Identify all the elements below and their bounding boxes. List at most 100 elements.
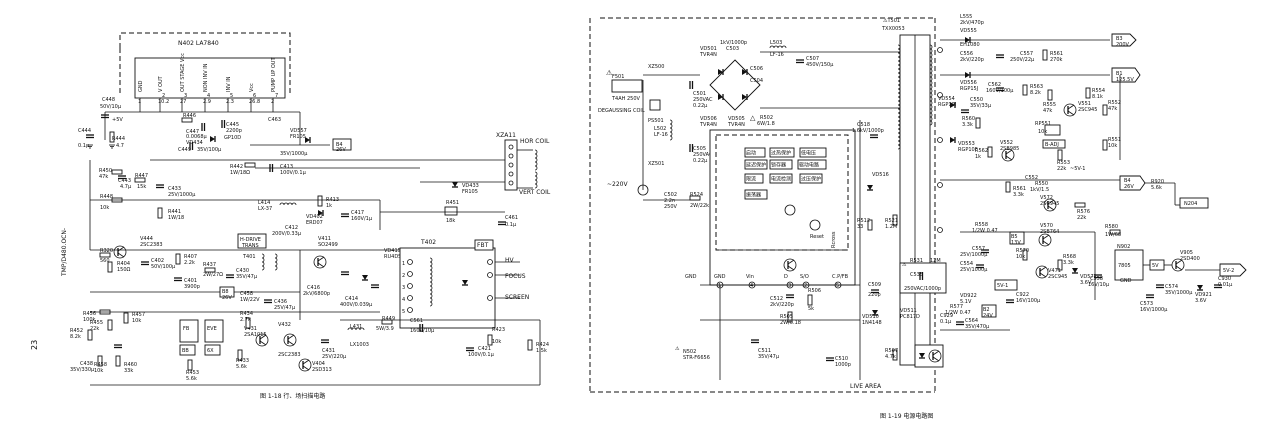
transistor-body — [1035, 265, 1049, 279]
capacitor-c444 — [86, 134, 94, 139]
label-r560: R560 — [962, 116, 975, 122]
coil-turn — [781, 45, 787, 49]
transistor-collector — [302, 359, 310, 365]
label-trans: TRANS — [241, 243, 259, 249]
label-r563: R563 — [1030, 84, 1043, 90]
label-c556: C556 — [960, 51, 973, 57]
transistor-v570 — [1038, 233, 1052, 247]
capacitor-c401 — [174, 277, 182, 282]
label-r561: R561 — [1050, 51, 1063, 57]
capacitor-c550 — [961, 109, 969, 114]
ic-pin-num: 1 — [718, 283, 721, 289]
transistor-emitter — [259, 340, 267, 346]
label-live-area: LIVE AREA — [850, 383, 882, 390]
label-r550-value: 1kV/1.5 — [1030, 187, 1049, 193]
diode-vd501 — [718, 69, 724, 75]
resistor-r444 — [109, 131, 115, 143]
label-rp551: RP551 — [1035, 121, 1051, 127]
label-r320-value: 560 — [100, 258, 110, 264]
caption-fig-1-18: 图 1-18 行、场扫描电路 — [260, 392, 325, 400]
capacitor-c417 — [341, 213, 349, 218]
ic-pin-name: GND — [138, 80, 144, 92]
coil-turn — [897, 52, 901, 58]
label-c512: C512 — [770, 296, 783, 302]
transistor-v551 — [1063, 103, 1077, 117]
coil-turn — [897, 72, 901, 78]
diode-triangle — [452, 182, 458, 187]
coil-turn — [274, 265, 278, 271]
coil-turn — [534, 165, 538, 171]
coil-turn — [897, 108, 901, 114]
diode-triangle — [950, 137, 955, 143]
label-c414-value: 400V/0.039μ — [340, 302, 373, 308]
label-r554: R554 — [1092, 88, 1105, 94]
transistor-v431 — [255, 333, 269, 347]
ic-pin-voltage: 27 — [180, 99, 186, 105]
block-bb — [179, 344, 196, 356]
diode-vd433 — [452, 182, 458, 188]
label-r453: R453 — [186, 370, 199, 376]
label-r524: R524 — [690, 192, 703, 198]
label-c552: C552 — [1025, 175, 1038, 181]
label-c436-value: 25V/47μ — [274, 305, 296, 311]
label-t501: ⚠T501 — [883, 18, 900, 24]
label-c930-value: 0.01μ — [1218, 282, 1233, 288]
capacitor-c561 — [419, 324, 424, 332]
connector-xza11 — [504, 139, 518, 191]
diode-triangle — [950, 102, 955, 108]
label-r433: R433 — [236, 358, 249, 364]
coil-turn — [359, 327, 365, 331]
label-t501-part: TXX0053 — [881, 26, 905, 32]
label-ps501: PS501 — [648, 118, 664, 124]
transistor-emitter — [1047, 205, 1055, 211]
output-label-5v-1: 5V-1 — [997, 283, 1008, 289]
label-c512-value: 2kV/220p — [770, 302, 794, 308]
ic-internal-block-label: 驱动电路 — [799, 162, 819, 169]
label-r456-value: 100k — [83, 317, 96, 323]
ic-pin-voltage: 26.8 — [249, 99, 260, 105]
label-r531-value: 12M — [930, 258, 941, 264]
coil-turn — [897, 60, 901, 66]
resistor-r452 — [87, 329, 93, 341]
block-6x — [204, 344, 221, 356]
label-c412-value: 200V/0.33μ — [272, 231, 302, 237]
ic-internal-block-label: 锁存器 — [771, 162, 786, 169]
capacitor-c512 — [786, 294, 794, 299]
label-vd922: VD922 — [960, 293, 977, 299]
label-c535: C535 — [910, 272, 923, 278]
ic-pin-voltage: 1 — [138, 99, 141, 105]
label-vd501-value: TVR4N — [699, 52, 717, 58]
label-c401-value: 3900p — [184, 284, 200, 290]
label-ac-input: ~220V — [607, 181, 628, 188]
label-c402: C402 — [151, 258, 164, 264]
label-r455: R455 — [90, 320, 103, 326]
diode-triangle — [305, 137, 310, 143]
label-c458: C458 — [240, 291, 253, 297]
label-v444: V444 — [140, 236, 153, 242]
ic-internal-block-label: 延迟保护 — [746, 162, 766, 169]
output-label-5v: 5V — [1152, 263, 1159, 269]
resistor-r458 — [97, 355, 103, 367]
resistor-r433 — [237, 349, 243, 361]
ic-pin-name: C.P/FB — [832, 274, 849, 280]
resistor-r512 — [867, 219, 873, 231]
ic-internal-block — [744, 159, 768, 170]
label-c503: C503 — [726, 46, 739, 52]
capacitor-c557 — [996, 54, 1004, 59]
label-c445-value: 2200p — [226, 128, 242, 134]
ic-internal-block-label: 限流 — [746, 176, 756, 183]
label-l555: L555 — [960, 14, 972, 20]
transistor-body — [1043, 198, 1057, 212]
label-v432-value: 2SC2383 — [278, 352, 301, 358]
block-eve — [204, 319, 224, 343]
ic-pin-name: V OUT — [158, 75, 164, 92]
label-v572-value: 2SC945 — [1040, 201, 1059, 207]
capacitor-c433 — [156, 184, 164, 189]
coil-turn — [897, 84, 901, 90]
label-degaussing-coil: DEGAUSSING COIL — [598, 108, 645, 114]
transistor-emitter — [787, 265, 795, 271]
transformer-tap — [937, 47, 943, 53]
resistor-r423 — [487, 334, 493, 346]
label-r577: R577 — [950, 304, 963, 310]
fbt-focus-terminal — [487, 272, 493, 278]
